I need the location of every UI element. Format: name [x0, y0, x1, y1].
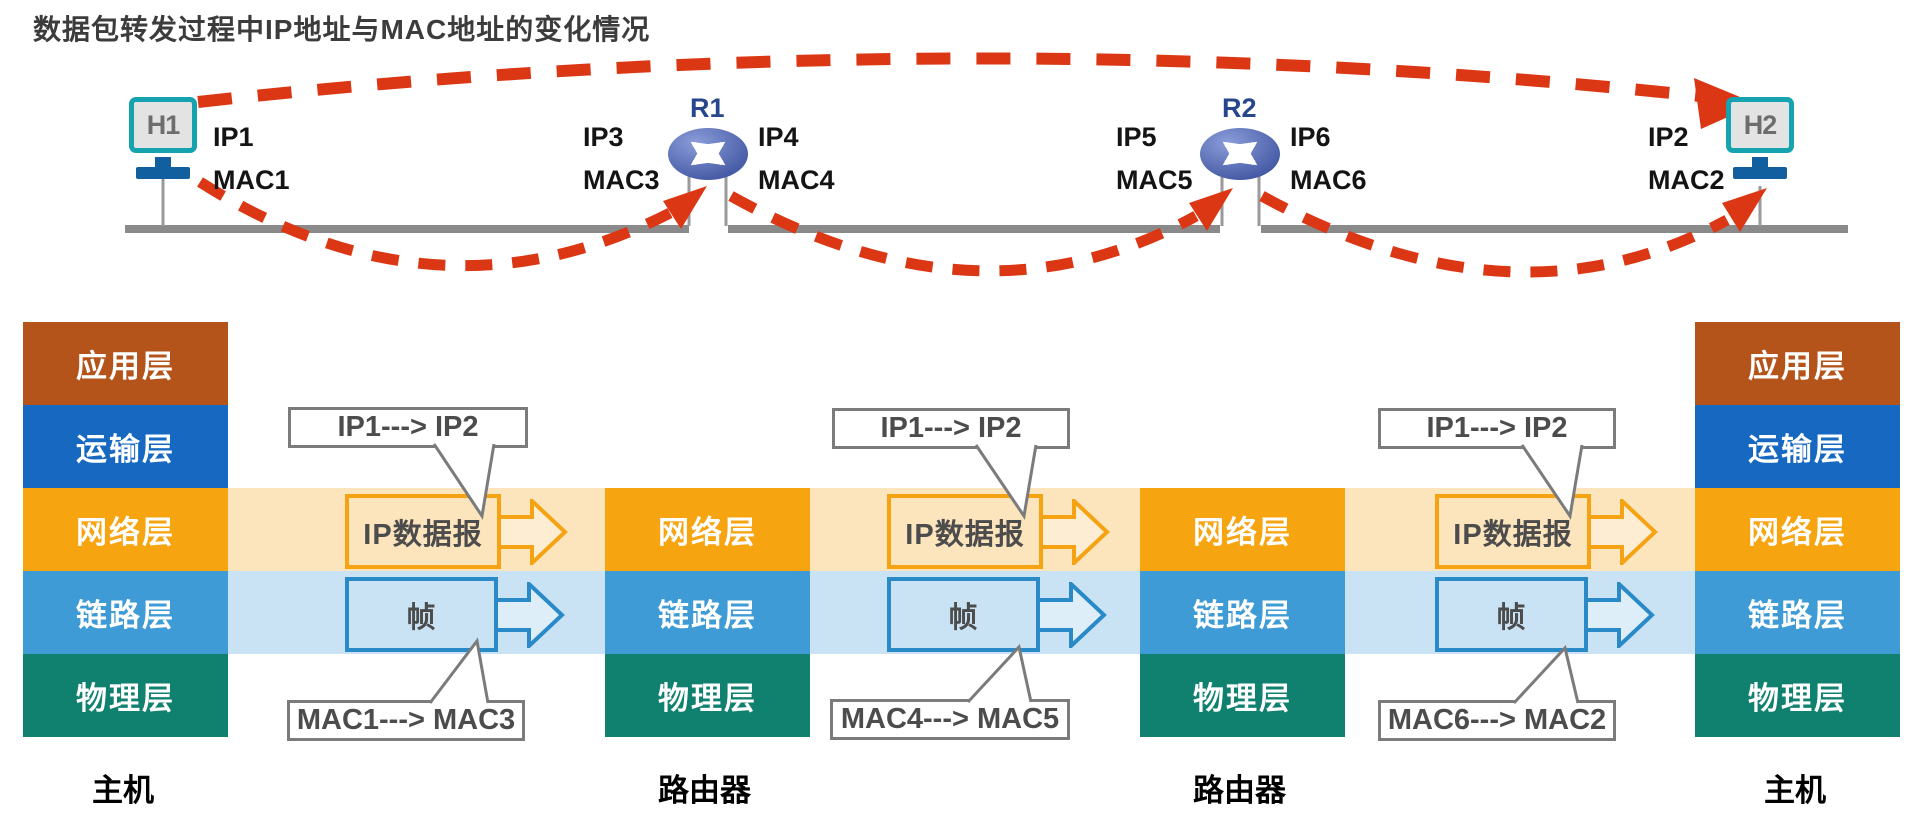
layer-network: 网络层 [1695, 488, 1900, 571]
router-icon [1200, 128, 1280, 180]
ip-datagram-box-1: IP数据报 [345, 494, 501, 569]
layer-transport: 运输层 [1695, 405, 1900, 488]
h1-stand-base [136, 167, 190, 179]
host2-protocol-stack: 应用层 运输层 网络层 链路层 物理层 [1695, 322, 1900, 737]
layer-link: 链路层 [1140, 571, 1345, 654]
network-topology-art [125, 52, 1848, 278]
h1-mac-label: MAC1 [213, 165, 290, 195]
ip-change-callout-2: IP1---> IP2 [832, 408, 1070, 449]
r2-right-ip-label: IP6 [1290, 122, 1331, 152]
frame-flow-arrow-icon [1037, 582, 1107, 648]
footer-router2-label: 路由器 [1193, 773, 1286, 808]
h2-ip-label: IP2 [1648, 122, 1689, 152]
network-bus-line [125, 225, 1848, 233]
hop1-arrowhead-icon [663, 186, 707, 229]
hop1-arc [197, 177, 673, 272]
r1-left-mac-label: MAC3 [583, 165, 660, 195]
ip-change-callout-1: IP1---> IP2 [288, 407, 528, 448]
hop2-arrowhead-icon [1189, 188, 1233, 231]
frame-box-1: 帧 [345, 577, 498, 652]
layer-physical: 物理层 [1695, 654, 1900, 737]
footer-host1-label: 主机 [92, 773, 154, 808]
r2-right-mac-label: MAC6 [1290, 165, 1367, 195]
h2-label: H2 [1743, 109, 1778, 140]
layer-transport: 运输层 [23, 405, 228, 488]
host-h1-icon: H1 [129, 97, 197, 153]
ip-change-callout-3: IP1---> IP2 [1378, 408, 1616, 449]
router-r2-icon [1198, 126, 1282, 187]
hop3-arc [1259, 191, 1730, 278]
router-r1-icon [666, 126, 750, 187]
r1-right-mac-label: MAC4 [758, 165, 835, 195]
h2-stand-neck [1752, 157, 1768, 167]
footer-router1-label: 路由器 [658, 773, 751, 808]
mac-hop-arrows [197, 177, 1767, 278]
layer-application: 应用层 [1695, 322, 1900, 405]
h2-mac-label: MAC2 [1648, 165, 1725, 195]
r1-right-ip-label: IP4 [758, 122, 799, 152]
host1-protocol-stack: 应用层 运输层 网络层 链路层 物理层 [23, 322, 228, 737]
layer-application: 应用层 [23, 322, 228, 405]
hop3-arrowhead-icon [1722, 188, 1767, 232]
page-title: 数据包转发过程中IP地址与MAC地址的变化情况 [33, 14, 651, 45]
ip-end-to-end-arrow [197, 52, 1757, 129]
h1-ip-label: IP1 [213, 122, 254, 152]
h1-label: H1 [146, 109, 181, 140]
ip-arrowhead-icon [1694, 78, 1757, 129]
mac-change-callout-3: MAC6---> MAC2 [1378, 700, 1616, 741]
r2-left-mac-label: MAC5 [1116, 165, 1193, 195]
layer-physical: 物理层 [1140, 654, 1345, 737]
port-drop-lines [161, 170, 1762, 226]
frame-box-2: 帧 [887, 577, 1040, 652]
mac-change-callout-2: MAC4---> MAC5 [830, 699, 1070, 740]
bus-segment-middle [728, 225, 1220, 233]
layer-link: 链路层 [605, 571, 810, 654]
r2-left-ip-label: IP5 [1116, 122, 1157, 152]
layer-link: 链路层 [1695, 571, 1900, 654]
layer-physical: 物理层 [605, 654, 810, 737]
bus-segment-left [125, 225, 689, 233]
layer-physical: 物理层 [23, 654, 228, 737]
r2-label: R2 [1222, 93, 1257, 123]
bus-segment-right [1261, 225, 1848, 233]
footer-host2-label: 主机 [1764, 773, 1826, 808]
router1-protocol-stack: 网络层 链路层 物理层 [605, 488, 810, 737]
mac-change-callout-1: MAC1---> MAC3 [287, 700, 525, 741]
router2-protocol-stack: 网络层 链路层 物理层 [1140, 488, 1345, 737]
ip-arrow-arc [197, 52, 1701, 108]
r1-label: R1 [690, 93, 725, 123]
datagram-flow-arrow-icon [1588, 499, 1658, 565]
datagram-flow-arrow-icon [498, 499, 568, 565]
layer-network: 网络层 [1140, 488, 1345, 571]
h1-stand-neck [155, 157, 171, 167]
layer-network: 网络层 [605, 488, 810, 571]
r1-left-ip-label: IP3 [583, 122, 624, 152]
layer-network: 网络层 [23, 488, 228, 571]
h2-stand-base [1733, 167, 1787, 179]
frame-box-3: 帧 [1435, 577, 1588, 652]
layer-link: 链路层 [23, 571, 228, 654]
ip-datagram-box-2: IP数据报 [887, 494, 1043, 569]
frame-flow-arrow-icon [495, 582, 565, 648]
frame-flow-arrow-icon [1585, 582, 1655, 648]
datagram-flow-arrow-icon [1040, 499, 1110, 565]
ip-datagram-box-3: IP数据报 [1435, 494, 1591, 569]
hop2-arc [728, 191, 1199, 277]
router-icon [668, 128, 748, 180]
host-h2-icon: H2 [1726, 97, 1794, 153]
